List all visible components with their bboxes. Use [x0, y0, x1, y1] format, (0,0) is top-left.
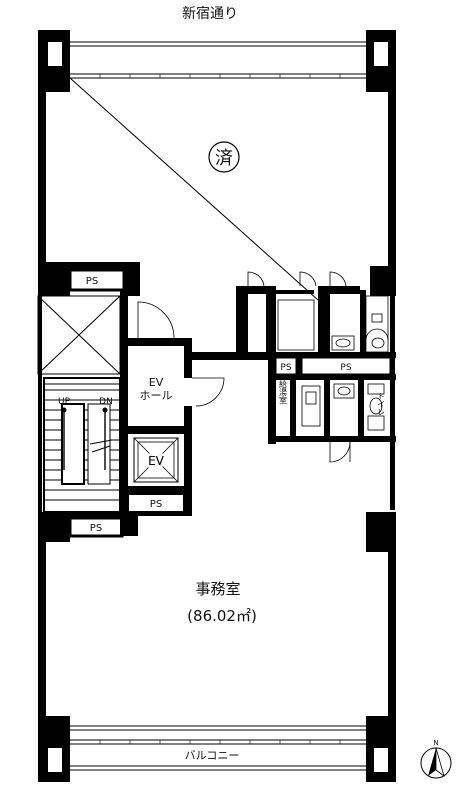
street-label: 新宿通り [182, 5, 238, 22]
stamp-label: 済 [215, 148, 233, 169]
ps-ev [127, 493, 185, 513]
toilet-label: トイレ [377, 392, 386, 416]
kitchenette-text: 給湯室 [279, 379, 288, 404]
stair-down-label: DN [99, 397, 113, 407]
void-shaft [37, 295, 121, 375]
north-label: N [433, 739, 438, 747]
ps-upper-left [68, 268, 126, 292]
elevator-car [133, 437, 179, 483]
stair-down-dot [102, 407, 108, 413]
upper-fixtures [277, 295, 389, 353]
kitchenette-label: 給湯室 [279, 379, 288, 404]
ps-lower-left [38, 512, 138, 538]
office-area-label: (86.02㎡) [187, 607, 257, 625]
balcony-label: バルコニー [185, 749, 240, 762]
balcony-band [70, 725, 366, 771]
diagonal-line [69, 77, 319, 301]
ps-wide [301, 357, 391, 375]
ev-label: EV [148, 454, 165, 468]
ev-hall-label-1: EV [149, 376, 164, 389]
ev-hall-label-2: ホール [140, 389, 173, 402]
lower-doors [329, 441, 351, 463]
office-label: 事務室 [195, 580, 240, 598]
middle-walls [38, 262, 396, 444]
stair-up-dot [61, 407, 67, 413]
ps-label-wide: PS [340, 363, 351, 373]
north-arrow-icon [420, 747, 452, 779]
ev-walls [120, 296, 192, 516]
kitchenette [301, 385, 321, 427]
stair-up-label: UP [58, 397, 71, 407]
ps-small [275, 357, 297, 375]
toilet-text: トイレ [377, 392, 386, 416]
top-window [70, 41, 366, 79]
ps-label-ev: PS [150, 499, 162, 510]
stamp-circle [208, 141, 240, 173]
void-wall [38, 296, 42, 512]
ps-label-lower-left: PS [90, 523, 102, 534]
ev-hall-door [137, 301, 175, 339]
upper-doors [247, 271, 347, 287]
outer-walls [38, 30, 396, 782]
middle-fixtures [333, 383, 385, 431]
ev-hall-side-door [192, 377, 225, 407]
staircase [43, 377, 121, 513]
top-window-ticks [99, 74, 341, 78]
ev-label-fg: EV [148, 454, 165, 468]
balcony-ticks [99, 740, 341, 744]
ps-label-small: PS [280, 363, 291, 373]
ps-label-upper-left: PS [86, 276, 98, 287]
